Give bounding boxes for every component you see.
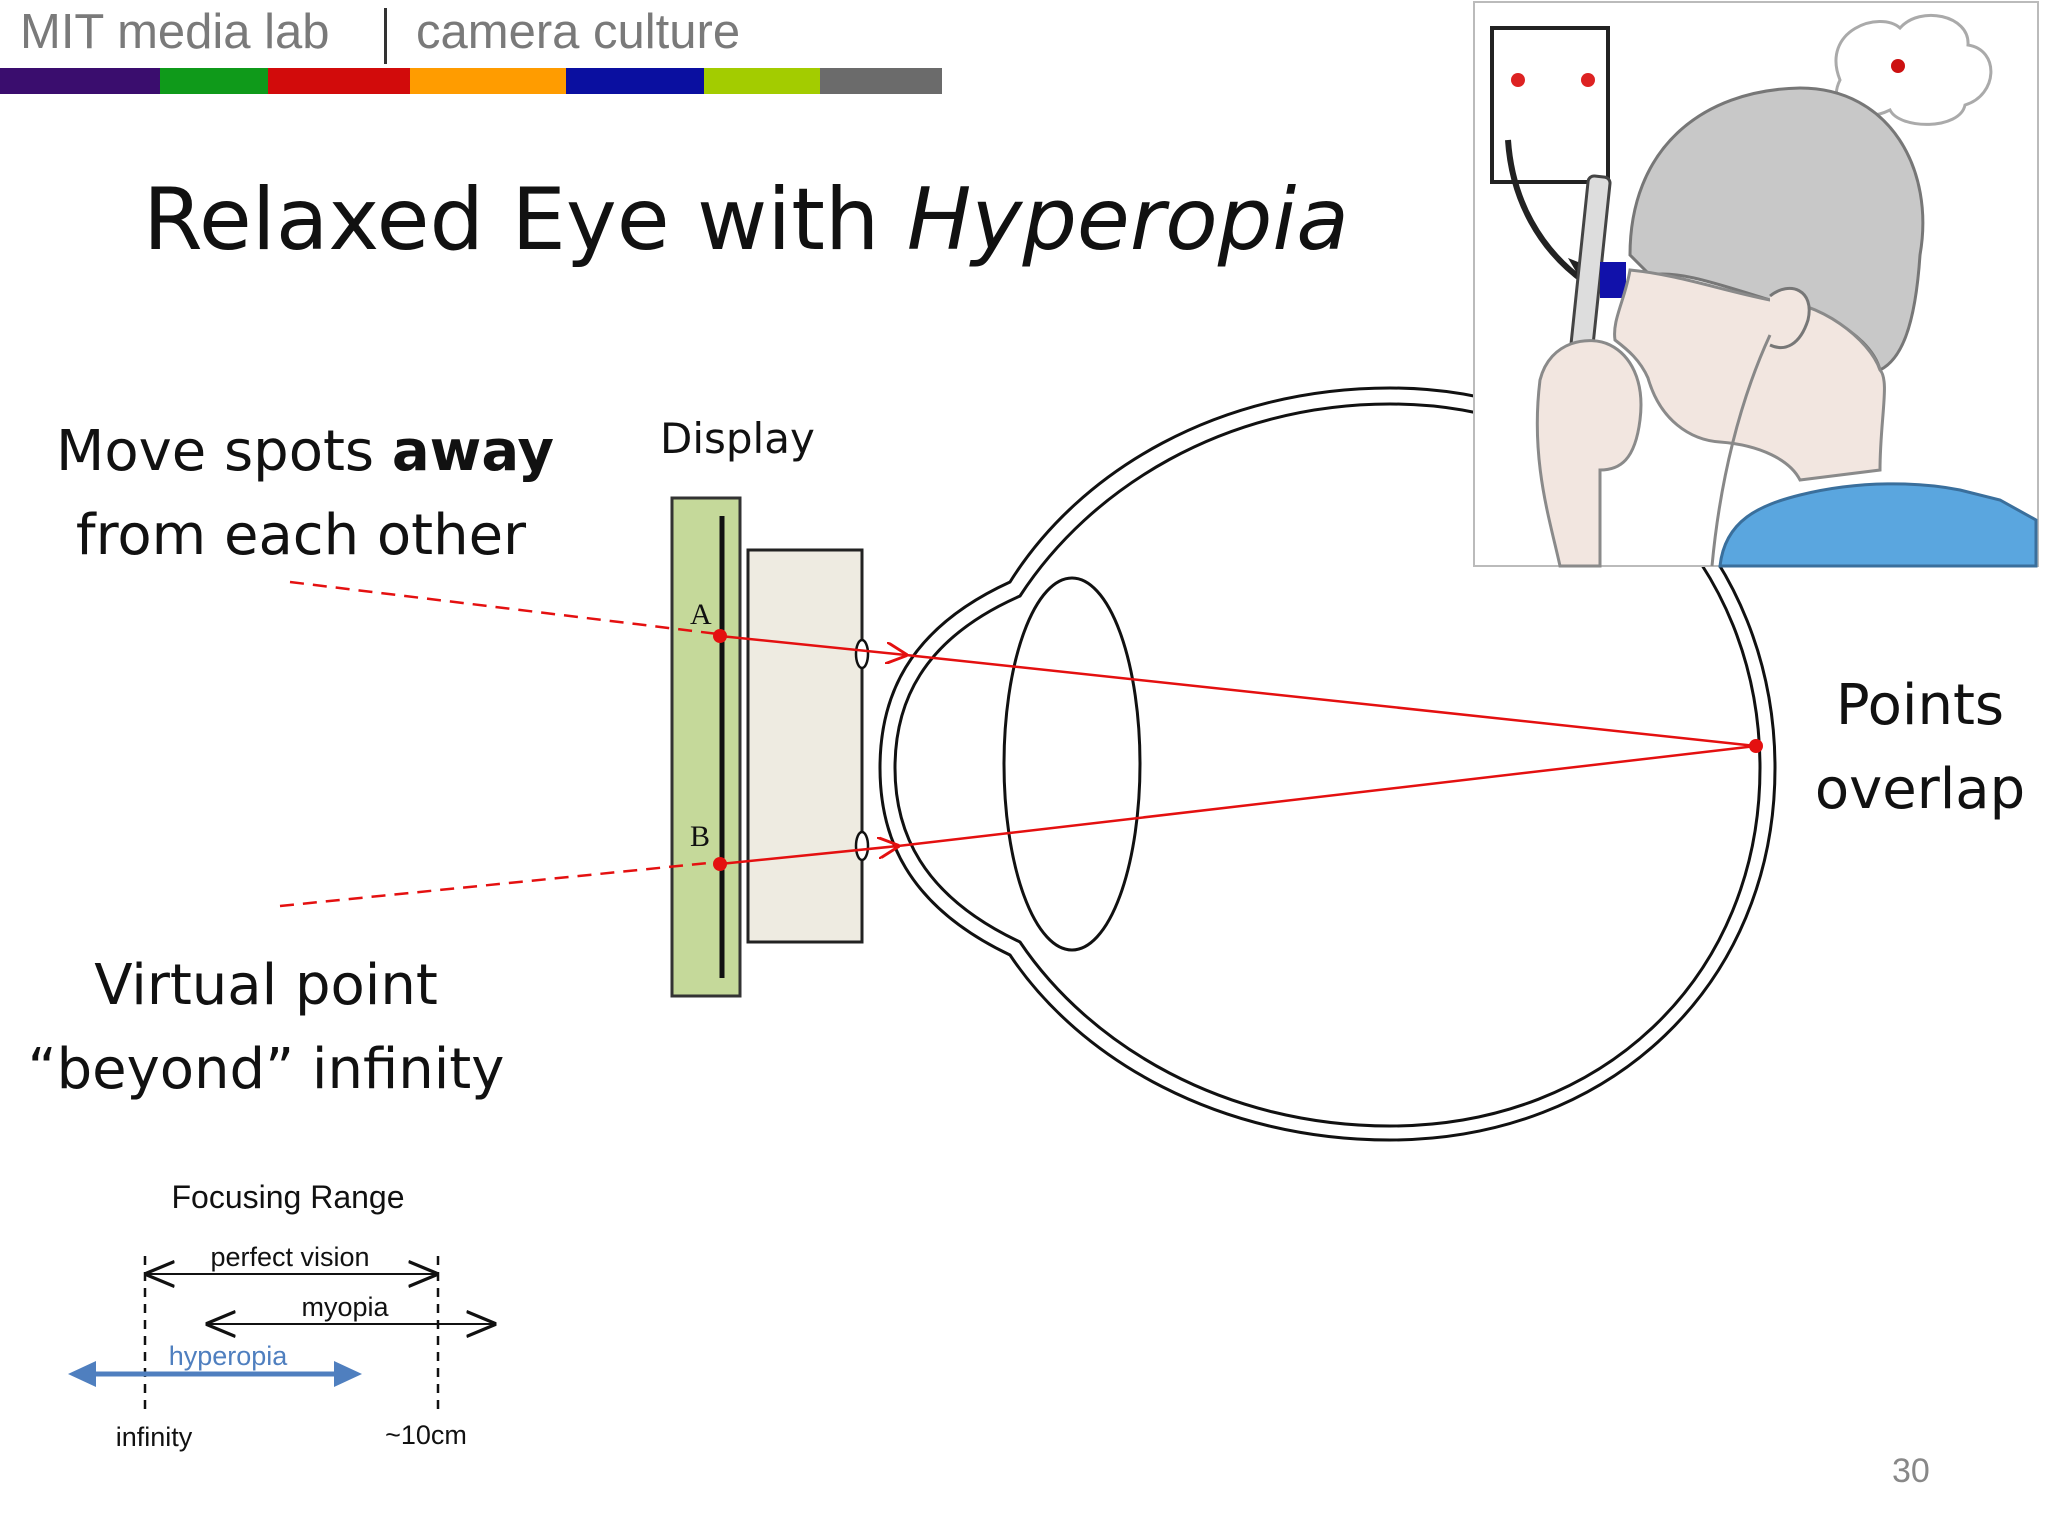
focusing-range-title: Focusing Range [171,1179,404,1215]
points-overlap-label: Points overlap [1814,673,2026,822]
virtual-ray-top [289,580,719,636]
inset-curved-arrow [1505,139,1587,285]
inset-device-blue [1600,262,1626,298]
infinity-label: infinity [116,1422,193,1452]
virtual-ray-bottom [279,860,719,908]
inset-illustration [1473,1,2039,568]
lenslet-box [746,548,864,944]
inset-spot-right [1581,73,1595,87]
near-label: ~10cm [385,1420,467,1450]
thought-dot [1891,59,1905,73]
inset-shirt [1718,482,2038,568]
hyperopia-arrowhead-right [334,1361,362,1387]
group-name: camera culture [416,5,741,59]
virtual-point-label: Virtual point “beyond” infinity [27,953,505,1102]
point-a-label: A [690,598,712,631]
retina-overlap-dot [1749,739,1763,753]
org-name: MIT media lab [20,5,330,59]
header-color-bar [0,68,942,94]
eye-lens [1002,576,1142,952]
thought-cloud [1834,13,1993,126]
display-label: Display [660,414,815,463]
eyeball-outline [878,386,1777,1142]
inset-spot-left [1511,73,1525,87]
myopia-label: myopia [301,1292,389,1322]
ray-b-arrow [719,846,898,866]
point-b-dot [713,857,727,871]
lenslet-top [854,638,870,670]
inset-hand [1535,339,1643,568]
ray-b-to-retina [897,744,1757,848]
point-a-dot [713,629,727,643]
display-panel [670,496,742,998]
ray-a-arrow [719,634,906,655]
perfect-vision-label: perfect vision [210,1242,369,1272]
ray-a-to-retina [905,653,1757,748]
slide-title: Relaxed Eye with Hyperopia [143,170,1349,270]
move-spots-label: Move spots away from each other [56,419,554,568]
lenslet-bottom [854,830,870,862]
point-b-label: B [690,820,710,853]
focusing-range-diagram: Focusing Range perfect vision myopia hyp… [68,1179,494,1452]
header-separator [384,8,387,64]
page-number: 30 [1892,1452,1930,1490]
hyperopia-arrowhead-left [68,1361,96,1387]
hyperopia-label: hyperopia [169,1341,289,1371]
inset-ear [1769,286,1811,350]
inset-earbud-cable [1710,334,1772,567]
